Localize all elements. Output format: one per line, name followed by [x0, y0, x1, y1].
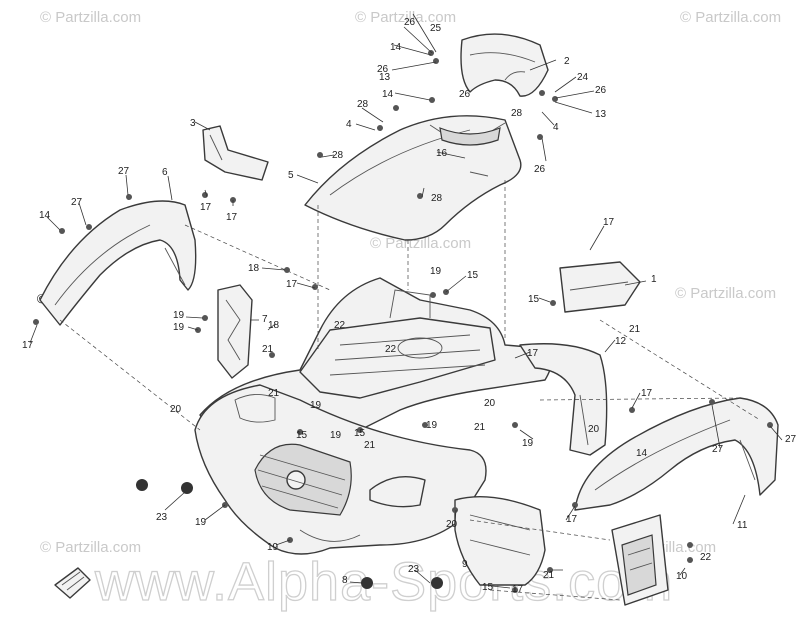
callout-label: 21: [262, 344, 274, 355]
callout-label: 20: [588, 424, 600, 435]
front-bumper-fascia: [194, 384, 487, 555]
dealer-watermark: www.Alpha-Sports.com: [94, 552, 673, 612]
callout-label: 21: [268, 388, 280, 399]
callout-label: 15: [354, 428, 366, 439]
callout-label: 13: [595, 109, 607, 120]
callout-label: 6: [162, 167, 168, 178]
callout-label: 15: [528, 294, 540, 305]
callout-label: 8: [342, 575, 348, 586]
callout-label: 26: [377, 64, 389, 75]
part-5-front-hood: [304, 115, 522, 241]
callout-label: 23: [156, 512, 168, 523]
callout-label: 23: [408, 564, 420, 575]
callout-label: 26: [595, 85, 607, 96]
callout-label: 14: [636, 448, 648, 459]
callout-label: 12: [615, 336, 627, 347]
watermark-text: © Partzilla.com: [680, 9, 781, 26]
callout-label: 4: [346, 119, 352, 130]
callout-label: 15: [467, 270, 479, 281]
callout-label: 3: [190, 118, 196, 129]
watermark-text: © Partzilla.com: [675, 285, 776, 302]
callout-label: 20: [170, 404, 182, 415]
callout-label: 2: [564, 56, 570, 67]
callout-label: 21: [629, 324, 641, 335]
callout-label: 22: [385, 344, 397, 355]
part-6-left-fender: [39, 200, 197, 326]
callout-label: 18: [268, 320, 280, 331]
callout-label: 20: [484, 398, 496, 409]
callout-label: 27: [71, 197, 83, 208]
part-3-bracket: [202, 125, 269, 181]
watermark-text: © Partzilla.com: [370, 235, 471, 252]
callout-label: 5: [288, 170, 294, 181]
callout-label: 13: [379, 72, 391, 83]
callout-label: 28: [431, 193, 443, 204]
callout-label: 14: [390, 42, 402, 53]
watermark-text: © Partzilla.com: [355, 9, 456, 26]
callout-label: 10: [676, 571, 688, 582]
part-12-right-inner-fender: [519, 343, 608, 456]
part-1-support-bracket: [559, 261, 641, 313]
callout-label: 21: [474, 422, 486, 433]
callout-label: 26: [404, 17, 416, 28]
callout-label: 20: [446, 519, 458, 530]
callout-label: 17: [641, 388, 653, 399]
callout-label: 11: [737, 520, 748, 531]
callout-label: 17: [566, 514, 578, 525]
callout-label: 27: [712, 444, 724, 455]
callout-label: 17: [603, 217, 615, 228]
callout-label: 22: [700, 552, 712, 563]
callout-label: 25: [430, 23, 442, 34]
callout-label: 21: [543, 570, 555, 581]
callout-label: 27: [785, 434, 797, 445]
callout-label: 19: [310, 400, 322, 411]
callout-label: 19: [426, 420, 438, 431]
rubber-bumpers: [136, 479, 443, 589]
callout-label: 14: [39, 210, 51, 221]
callout-label: 17: [512, 584, 524, 595]
callout-label: 21: [364, 440, 376, 451]
part-7-left-mud-guard: [217, 284, 253, 379]
callout-label: 17: [22, 340, 34, 351]
callout-label: 7: [262, 314, 268, 325]
callout-label: 17: [200, 202, 212, 213]
callout-label: 19: [173, 310, 185, 321]
callout-label: 27: [118, 166, 130, 177]
callout-label: 19: [195, 517, 207, 528]
assembly-lines: [59, 180, 761, 601]
leader-lines: [29, 13, 783, 589]
callout-label: 28: [511, 108, 523, 119]
callout-label: 19: [430, 266, 442, 277]
part-9-skid-plate: [454, 496, 546, 586]
part-11-right-fender: [574, 397, 779, 511]
callout-labels: 1 2 3 4 4 5 6 7 8 9 10 11 12 13 13 14 14…: [22, 17, 797, 595]
callout-label: 9: [462, 559, 468, 570]
callout-label: 28: [357, 99, 369, 110]
callout-label: 17: [226, 212, 238, 223]
callout-label: 14: [382, 89, 394, 100]
callout-label: 19: [330, 430, 342, 441]
callout-label: 19: [522, 438, 534, 449]
watermark-text: © Partzilla.com: [40, 9, 141, 26]
part-10-vent-grille: [611, 514, 669, 606]
callout-label: 18: [248, 263, 260, 274]
part-8-lower-vent: [54, 567, 91, 599]
callout-label: 26: [459, 89, 471, 100]
callout-label: 17: [527, 348, 539, 359]
callout-label: 17: [286, 279, 298, 290]
callout-label: 16: [436, 148, 448, 159]
part-2-headlight-cover: [460, 33, 549, 97]
callout-label: 28: [332, 150, 344, 161]
callout-label: 19: [173, 322, 185, 333]
callout-label: 26: [534, 164, 546, 175]
callout-label: 1: [651, 274, 657, 285]
callout-label: 4: [553, 122, 559, 133]
callout-label: 15: [296, 430, 308, 441]
callout-label: 15: [482, 582, 494, 593]
callout-label: 24: [577, 72, 589, 83]
watermark-text: © Partzilla.com: [40, 539, 141, 556]
callout-label: 19: [267, 542, 279, 553]
callout-label: 22: [334, 320, 346, 331]
